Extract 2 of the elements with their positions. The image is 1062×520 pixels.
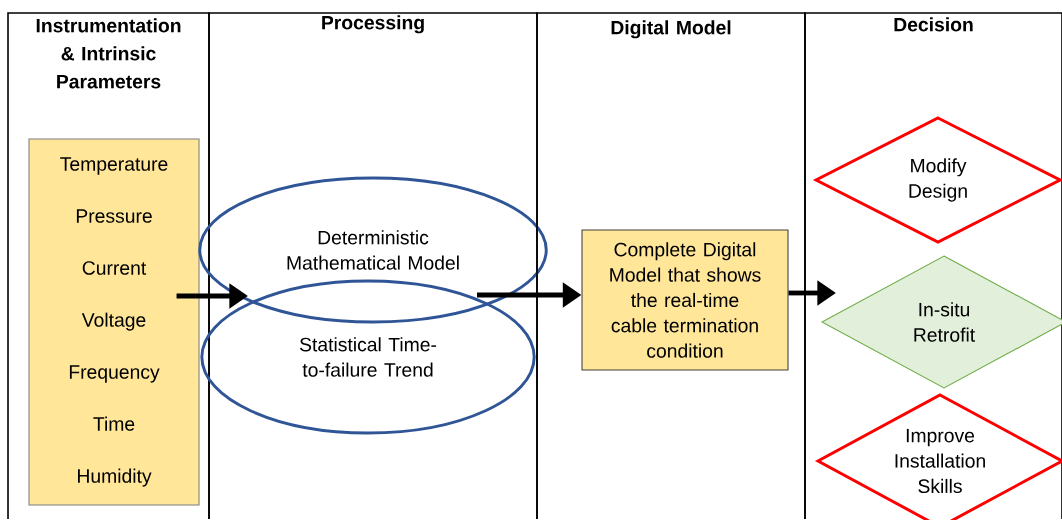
process-box: Complete Digital Model that shows the real-time cable termination condition [581,229,789,371]
process-box: Temperature Pressure Current Voltage Frequency Time Humidity [28,138,200,506]
